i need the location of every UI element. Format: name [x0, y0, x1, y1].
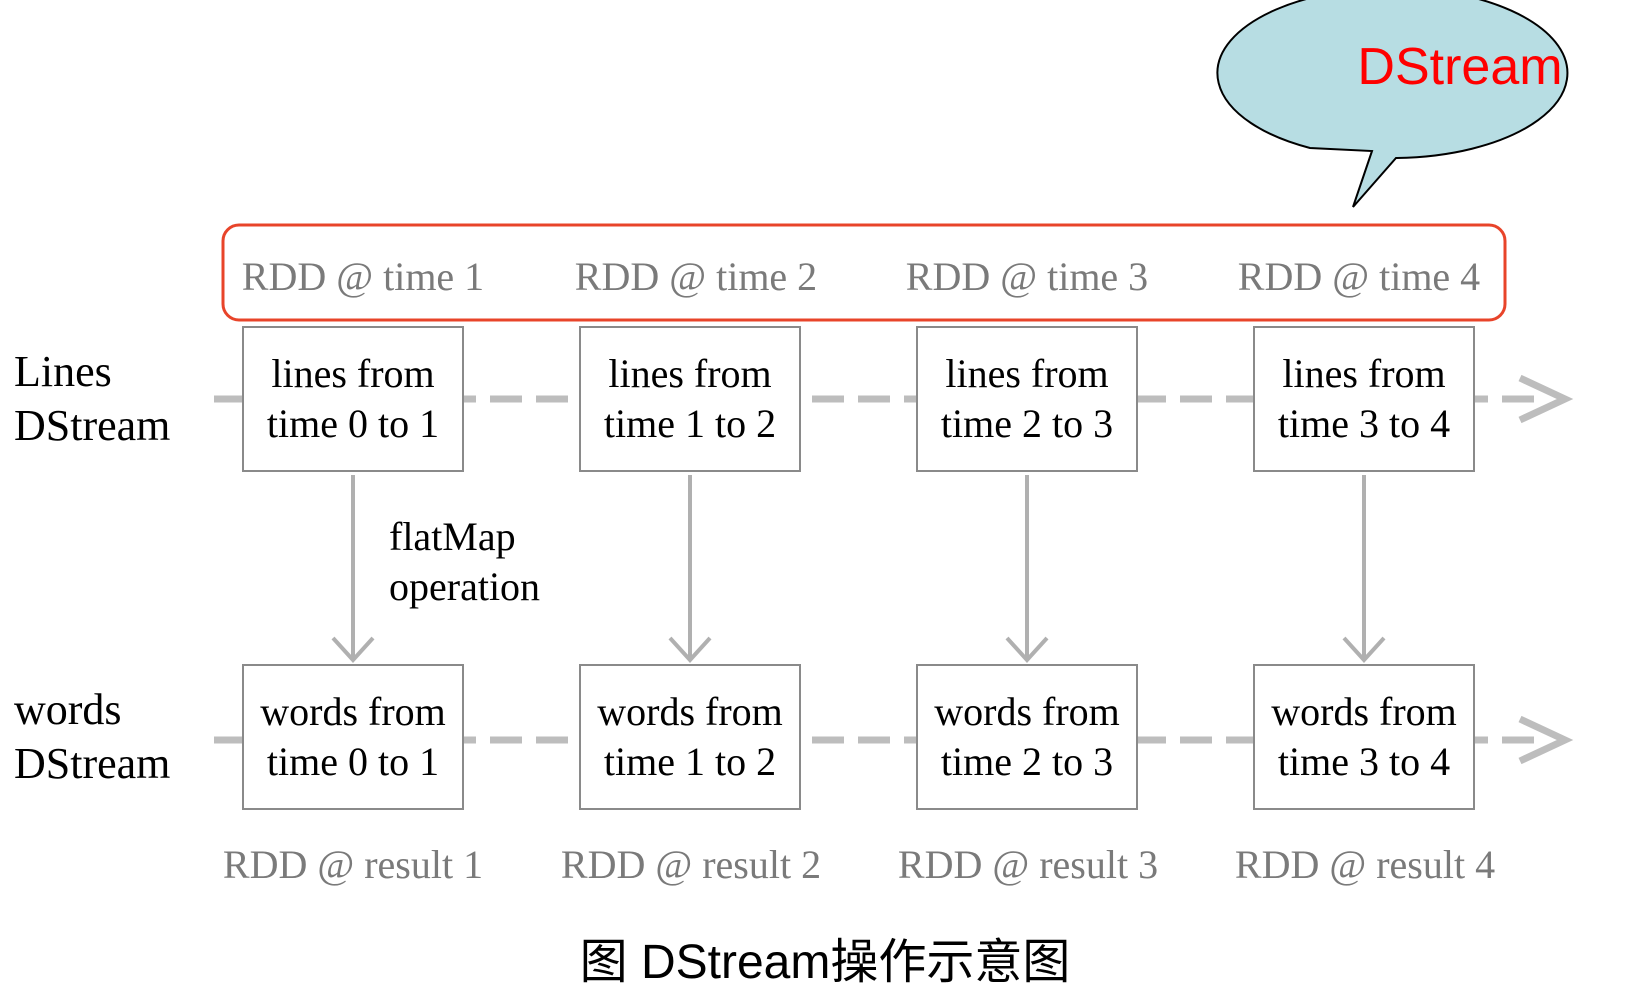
lines-box-2-line2: time 1 to 2 [603, 401, 777, 446]
lines-box-1-line1: lines from [271, 351, 435, 396]
words-rdd-box-1: words from time 0 to 1 [242, 664, 464, 810]
words-timeline-arrowhead [1518, 715, 1574, 765]
flatmap-arrowhead-4 [1342, 636, 1386, 663]
flatmap-arrowhead-3 [1005, 636, 1049, 663]
lines-box-3-line1: lines from [945, 351, 1109, 396]
rdd-result-label-4: RDD @ result 4 [1234, 842, 1496, 887]
lines-rdd-box-2: lines from time 1 to 2 [579, 326, 801, 472]
flatmap-arrowhead-1 [331, 636, 375, 663]
words-box-4-line2: time 3 to 4 [1277, 739, 1451, 784]
words-rdd-box-3: words from time 2 to 3 [916, 664, 1138, 810]
words-dstream-label-line1: words [14, 685, 122, 734]
lines-dstream-label: Lines DStream [14, 345, 170, 453]
flatmap-label-line2: operation [389, 564, 541, 609]
flatmap-operation-label: flatMap operation [389, 512, 540, 612]
dstream-speech-bubble [1216, 0, 1569, 208]
words-box-2-line2: time 1 to 2 [603, 739, 777, 784]
lines-box-2-line1: lines from [608, 351, 772, 396]
lines-box-4-line2: time 3 to 4 [1277, 401, 1451, 446]
words-box-3-line2: time 2 to 3 [940, 739, 1114, 784]
lines-timeline-arrowhead [1518, 374, 1574, 424]
rdd-result-label-3: RDD @ result 3 [897, 842, 1159, 887]
lines-dstream-label-line2: DStream [14, 401, 171, 450]
dstream-highlight-frame [221, 223, 1507, 322]
words-box-3-line1: words from [934, 689, 1120, 734]
rdd-time-label-3: RDD @ time 3 [905, 254, 1149, 299]
rdd-time-label-2: RDD @ time 2 [574, 254, 818, 299]
rdd-result-label-2: RDD @ result 2 [560, 842, 822, 887]
bubble-label: DStream [1357, 38, 1563, 96]
words-rdd-box-4: words from time 3 to 4 [1253, 664, 1475, 810]
words-rdd-box-2: words from time 1 to 2 [579, 664, 801, 810]
words-dstream-label: words DStream [14, 683, 170, 791]
words-box-2-line1: words from [597, 689, 783, 734]
lines-box-3-line2: time 2 to 3 [940, 401, 1114, 446]
rdd-result-label-1: RDD @ result 1 [222, 842, 484, 887]
lines-dstream-label-line1: Lines [14, 347, 112, 396]
lines-rdd-box-3: lines from time 2 to 3 [916, 326, 1138, 472]
words-dstream-label-line2: DStream [14, 739, 171, 788]
words-box-1-line2: time 0 to 1 [266, 739, 440, 784]
figure-caption: 图 DStream操作示意图 [579, 936, 1071, 989]
lines-box-4-line1: lines from [1282, 351, 1446, 396]
words-box-1-line1: words from [260, 689, 446, 734]
lines-box-1-line2: time 0 to 1 [266, 401, 440, 446]
flatmap-label-line1: flatMap [389, 514, 516, 559]
lines-rdd-box-4: lines from time 3 to 4 [1253, 326, 1475, 472]
flatmap-arrowhead-2 [668, 636, 712, 663]
rdd-time-label-1: RDD @ time 1 [241, 254, 485, 299]
flatmap-arrows [331, 475, 1386, 663]
rdd-time-label-4: RDD @ time 4 [1237, 254, 1481, 299]
words-box-4-line1: words from [1271, 689, 1457, 734]
lines-rdd-box-1: lines from time 0 to 1 [242, 326, 464, 472]
